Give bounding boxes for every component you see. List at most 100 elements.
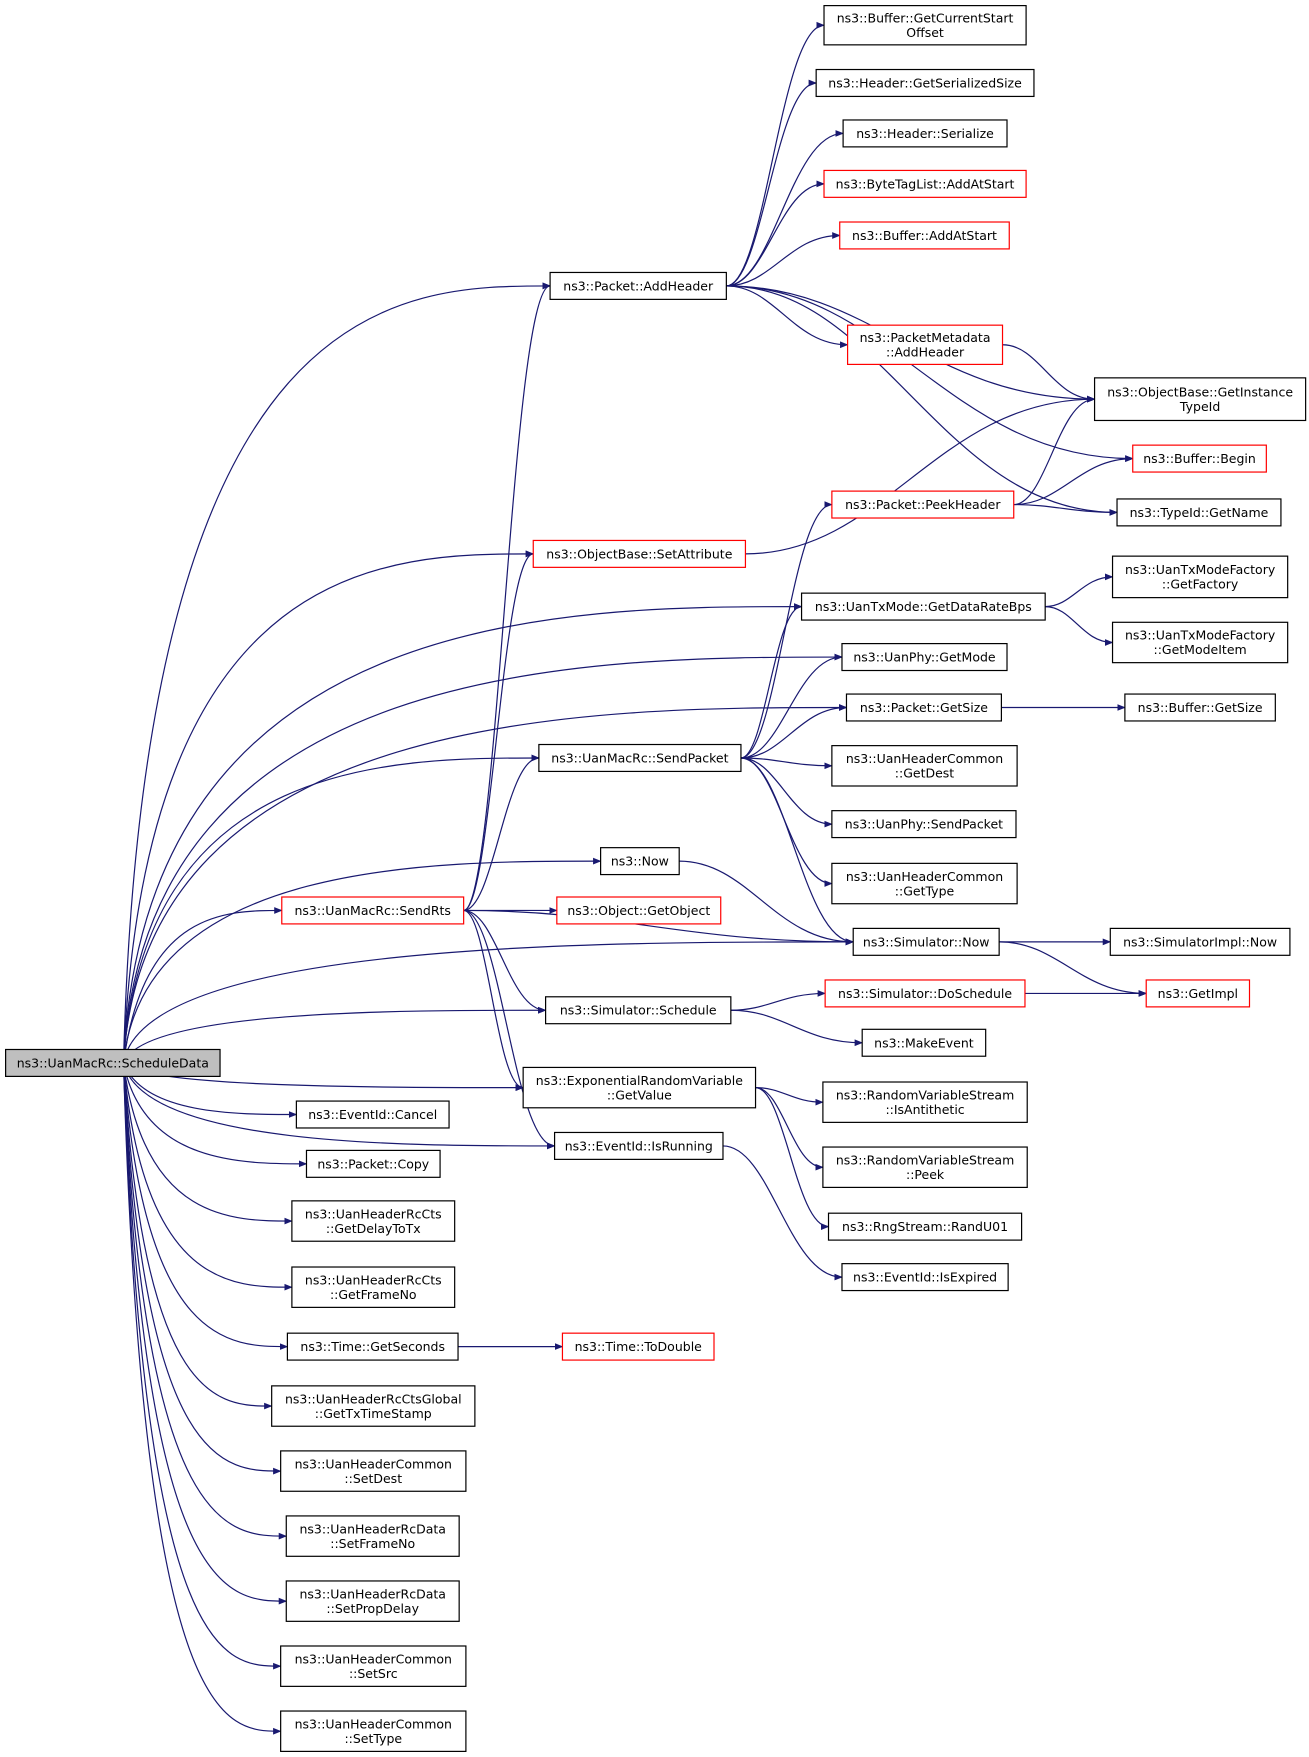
- node-label: ns3::UanPhy::SendPacket: [845, 817, 1003, 832]
- node-uan-mac-rc-send-packet[interactable]: ns3::UanMacRc::SendPacket: [538, 743, 742, 773]
- node-type-id-get-name[interactable]: ns3::TypeId::GetName: [1116, 498, 1282, 527]
- node-simulator-schedule[interactable]: ns3::Simulator::Schedule: [545, 996, 732, 1025]
- node-buffer-add-at-start[interactable]: ns3::Buffer::AddAtStart: [839, 221, 1010, 250]
- node-rvs-peek[interactable]: ns3::RandomVariableStream::Peek: [822, 1146, 1028, 1189]
- node-get-impl[interactable]: ns3::GetImpl: [1145, 979, 1251, 1008]
- node-label: ns3::Header::GetSerializedSize: [828, 75, 1022, 90]
- node-time-to-double[interactable]: ns3::Time::ToDouble: [561, 1332, 715, 1361]
- node-box: [556, 896, 722, 925]
- node-event-id-is-expired[interactable]: ns3::EventId::IsExpired: [841, 1263, 1009, 1292]
- edge-schedule_data-to-uan_header_rc_data_set_prop_delay: [122, 1062, 288, 1605]
- node-box: [538, 743, 742, 773]
- edge-uan_tx_mode_get_data_rate_bps-to-uan_tx_mode_factory_get_factory: [1045, 573, 1114, 608]
- edge-uan_mac_rc_send_rts-to-event_id_is_running: [463, 909, 556, 1150]
- edge-packet_add_header-to-header_get_serialized_size: [726, 79, 817, 287]
- edge-uan_mac_rc_send_packet-to-uan_tx_mode_get_data_rate_bps: [740, 603, 803, 759]
- node-label: ns3::PacketMetadata: [860, 330, 991, 345]
- edge-uan_mac_rc_send_packet-to-uan_phy_send_packet: [740, 757, 833, 828]
- node-uan-phy-get-mode[interactable]: ns3::UanPhy::GetMode: [841, 642, 1008, 672]
- edge-packet_add_header-to-header_serialize: [726, 130, 844, 287]
- node-box: [280, 1645, 467, 1687]
- node-box: [800, 592, 1046, 621]
- node-uan-mac-rc-send-rts[interactable]: ns3::UanMacRc::SendRts: [281, 896, 465, 925]
- node-box: [280, 1450, 467, 1492]
- node-object-base-set-attribute[interactable]: ns3::ObjectBase::SetAttribute: [532, 539, 747, 568]
- node-uan-header-common-set-type[interactable]: ns3::UanHeaderCommon::SetType: [280, 1710, 467, 1752]
- node-event-id-is-running[interactable]: ns3::EventId::IsRunning: [553, 1131, 724, 1160]
- edge-packet_peek_header-to-buffer_begin: [1013, 455, 1134, 506]
- node-uan-header-rc-cts-get-delay-to-tx[interactable]: ns3::UanHeaderRcCts::GetDelayToTx: [291, 1200, 456, 1242]
- edge-packet_metadata_add_header-to-object_base_get_instance_type_id: [1002, 344, 1096, 403]
- node-box: [532, 539, 747, 568]
- node-box: [522, 1066, 757, 1109]
- node-buffer-get-size[interactable]: ns3::Buffer::GetSize: [1124, 693, 1276, 722]
- edge-uan_mac_rc_send_rts-to-exponential_get_value: [463, 909, 524, 1091]
- node-time-get-seconds[interactable]: ns3::Time::GetSeconds: [286, 1332, 459, 1361]
- node-box: [852, 927, 1000, 956]
- edge-schedule_data-to-event_id_cancel: [122, 1062, 298, 1118]
- edge-simulator_now-to-get_impl: [999, 941, 1148, 997]
- edge-layer: [122, 21, 1148, 1735]
- node-object-get-object[interactable]: ns3::Object::GetObject: [556, 896, 722, 925]
- node-label: ::GetTxTimeStamp: [315, 1406, 432, 1421]
- node-label: ns3::TypeId::GetName: [1130, 505, 1269, 520]
- node-packet-metadata-add-header[interactable]: ns3::PacketMetadata::AddHeader: [846, 324, 1004, 366]
- edge-packet_add_header-to-buffer_begin: [726, 285, 1134, 462]
- edge-uan_mac_rc_send_packet-to-simulator_now: [740, 757, 855, 946]
- edge-schedule_data-to-packet_get_size: [122, 704, 848, 1063]
- node-header-serialize[interactable]: ns3::Header::Serialize: [842, 119, 1008, 148]
- node-packet-peek-header[interactable]: ns3::Packet::PeekHeader: [831, 490, 1015, 519]
- node-packet-add-header[interactable]: ns3::Packet::AddHeader: [549, 271, 727, 300]
- node-simulator-do-schedule[interactable]: ns3::Simulator::DoSchedule: [824, 979, 1026, 1008]
- node-uan-phy-send-packet[interactable]: ns3::UanPhy::SendPacket: [831, 810, 1017, 839]
- node-label: ns3::ObjectBase::SetAttribute: [546, 546, 732, 561]
- node-label: ns3::Simulator::Schedule: [560, 1003, 717, 1018]
- node-uan-header-rc-cts-get-frame-no[interactable]: ns3::UanHeaderRcCts::GetFrameNo: [291, 1266, 456, 1308]
- node-make-event[interactable]: ns3::MakeEvent: [861, 1028, 987, 1057]
- node-uan-header-common-get-dest[interactable]: ns3::UanHeaderCommon::GetDest: [831, 745, 1018, 787]
- edge-schedule_data-to-time_get_seconds: [122, 1062, 289, 1350]
- edge-uan_tx_mode_get_data_rate_bps-to-uan_tx_mode_factory_get_mode_item: [1045, 605, 1114, 646]
- node-exponential-get-value[interactable]: ns3::ExponentialRandomVariable::GetValue: [522, 1066, 757, 1109]
- node-label: ::SetDest: [344, 1471, 402, 1486]
- edge-schedule_data-to-uan_header_common_set_type: [122, 1062, 282, 1735]
- node-box: [839, 221, 1010, 250]
- node-uan-header-common-set-src[interactable]: ns3::UanHeaderCommon::SetSrc: [280, 1645, 467, 1687]
- node-rvs-is-antithetic[interactable]: ns3::RandomVariableStream::IsAntithetic: [822, 1081, 1028, 1123]
- node-header-get-serialized-size[interactable]: ns3::Header::GetSerializedSize: [815, 68, 1035, 98]
- edge-packet_add_header-to-buffer_add_at_start: [726, 232, 841, 287]
- node-label: ns3::Packet::GetSize: [860, 700, 988, 715]
- edge-schedule_data-to-uan_header_rc_cts_get_frame_no: [122, 1062, 293, 1291]
- node-uan-header-rc-cts-global-get-tx-time-stamp[interactable]: ns3::UanHeaderRcCtsGlobal::GetTxTimeStam…: [271, 1385, 476, 1427]
- node-simulator-impl-now[interactable]: ns3::SimulatorImpl::Now: [1109, 927, 1291, 956]
- node-uan-header-common-set-dest[interactable]: ns3::UanHeaderCommon::SetDest: [280, 1450, 467, 1492]
- node-uan-header-common-get-type[interactable]: ns3::UanHeaderCommon::GetType: [831, 862, 1018, 905]
- edge-uan_mac_rc_send_packet-to-uan_header_common_get_type: [740, 757, 833, 887]
- edge-exponential_get_value-to-rvs_is_antithetic: [755, 1087, 824, 1106]
- node-ns3-now[interactable]: ns3::Now: [600, 847, 680, 876]
- node-label: ns3::Buffer::GetSize: [1138, 700, 1263, 715]
- node-uan-header-rc-data-set-prop-delay[interactable]: ns3::UanHeaderRcData::SetPropDelay: [285, 1580, 460, 1622]
- node-packet-get-size[interactable]: ns3::Packet::GetSize: [845, 693, 1002, 722]
- node-box: [845, 693, 1002, 722]
- node-label: ns3::UanHeaderRcData: [299, 1586, 445, 1601]
- node-rng-stream-rand-u01[interactable]: ns3::RngStream::RandU01: [827, 1212, 1023, 1241]
- edge-schedule_data-to-object_base_set_attribute: [122, 550, 535, 1063]
- node-uan-tx-mode-get-data-rate-bps[interactable]: ns3::UanTxMode::GetDataRateBps: [800, 592, 1046, 621]
- node-schedule-data[interactable]: ns3::UanMacRc::ScheduleData: [5, 1048, 221, 1078]
- node-buffer-begin[interactable]: ns3::Buffer::Begin: [1132, 444, 1267, 473]
- node-box: [600, 847, 680, 876]
- node-box: [822, 1146, 1028, 1189]
- node-box: [831, 810, 1017, 839]
- node-event-id-cancel[interactable]: ns3::EventId::Cancel: [295, 1100, 450, 1129]
- edge-packet_peek_header-to-object_base_get_instance_type_id: [1013, 395, 1096, 506]
- node-byte-tag-list-add-at-start[interactable]: ns3::ByteTagList::AddAtStart: [823, 169, 1027, 198]
- node-uan-tx-mode-factory-get-factory[interactable]: ns3::UanTxModeFactory::GetFactory: [1111, 555, 1289, 599]
- node-uan-tx-mode-factory-get-mode-item[interactable]: ns3::UanTxModeFactory::GetModeItem: [1111, 621, 1289, 664]
- node-packet-copy[interactable]: ns3::Packet::Copy: [305, 1149, 441, 1178]
- node-uan-header-rc-data-set-frame-no[interactable]: ns3::UanHeaderRcData::SetFrameNo: [285, 1515, 460, 1557]
- node-simulator-now[interactable]: ns3::Simulator::Now: [852, 927, 1000, 956]
- edge-uan_mac_rc_send_rts-to-simulator_schedule: [463, 909, 547, 1014]
